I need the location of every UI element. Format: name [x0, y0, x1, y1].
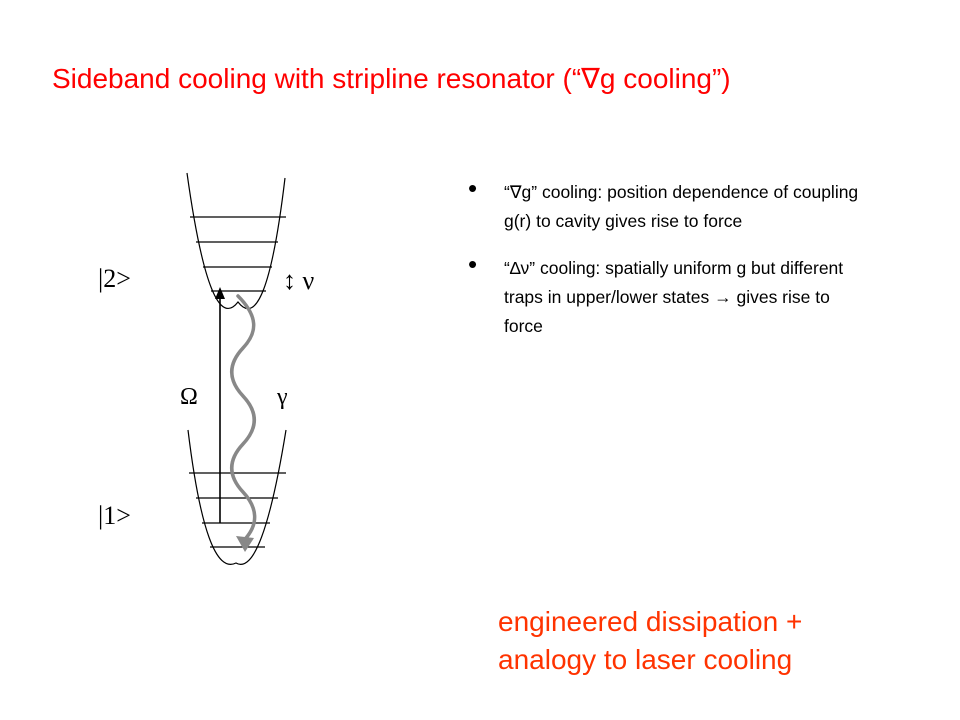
slide-title: Sideband cooling with stripline resonato…	[52, 63, 731, 94]
upper-state-label: |2>	[98, 264, 131, 293]
lower-state-label: |1>	[98, 501, 131, 530]
upper-trap-potential	[186, 172, 286, 310]
rabi-arrowhead-icon	[215, 287, 225, 299]
lower-trap-levels	[189, 472, 286, 548]
level-spacing-label: ↕ ν	[283, 266, 315, 295]
bullet-item-delta-nu: • “∆ν” cooling: spatially uniform g but …	[468, 250, 868, 341]
conclusion-line-1: engineered dissipation +	[498, 606, 803, 637]
decay-wavy-arrow	[230, 294, 257, 540]
decay-rate-label: γ	[276, 384, 288, 410]
conclusion-line-2: analogy to laser cooling	[498, 644, 793, 675]
rabi-frequency-label: Ω	[180, 384, 198, 410]
bullet-item-grad-g: • “∇g” cooling: position dependence of c…	[468, 174, 868, 236]
lower-trap-potential	[187, 429, 287, 565]
bullet-text: “∆ν” cooling: spatially uniform g but di…	[504, 258, 844, 336]
bullet-dot-icon: •	[468, 173, 478, 203]
bullet-dot-icon: •	[468, 249, 478, 279]
decay-arrowhead-icon	[236, 536, 254, 552]
conclusion-text: engineered dissipation + analogy to lase…	[498, 603, 938, 679]
bullet-list: • “∇g” cooling: position dependence of c…	[468, 174, 868, 341]
bullet-text: “∇g” cooling: position dependence of cou…	[504, 182, 859, 231]
upper-trap-levels	[190, 216, 286, 292]
